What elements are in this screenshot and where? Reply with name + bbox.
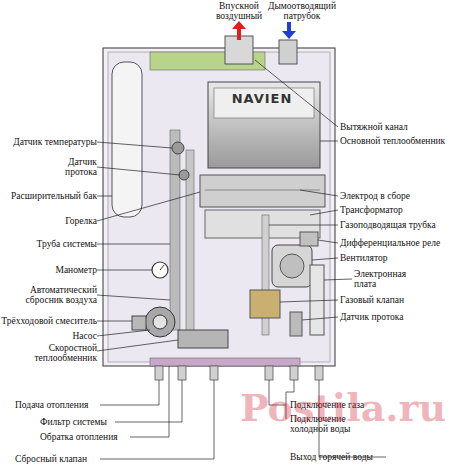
part-label: Датчик протока: [42, 157, 97, 177]
part-label: Труба системы: [2, 239, 97, 249]
connection-label: Сбросный клапан: [15, 454, 105, 464]
part-label: Дифференциальное реле: [340, 238, 458, 248]
part-label: Датчик температуры: [2, 137, 97, 147]
connection-label: Подача отопления: [15, 400, 105, 410]
part-label: Трёхходовой смеситель: [0, 316, 97, 326]
part-label: Электронная плата: [354, 269, 416, 289]
part-label: Манометр: [2, 265, 97, 275]
connection-label: Фильтр системы: [40, 417, 120, 427]
part-label: Вытяжной канал: [340, 122, 458, 132]
part-label: Основной теплообменник: [340, 136, 458, 146]
part-label: Вентилятор: [340, 253, 458, 263]
connection-label: Выход горячей воды: [290, 452, 400, 462]
part-label: Трансформатор: [340, 205, 458, 215]
part-label: Расширительный бак: [2, 191, 97, 201]
part-label: Горелка: [2, 216, 97, 226]
part-label: Скоростной теплообменник: [12, 343, 97, 363]
part-label: Автоматический сбросник воздуха: [2, 285, 97, 305]
brand-logo: NAVIEN: [222, 92, 302, 106]
label-top: Дымоотводящий патрубок: [262, 1, 342, 21]
part-label: Газовый клапан: [340, 295, 458, 305]
label-top: Впускной воздушный: [207, 1, 271, 21]
part-label: Электрод в сборе: [340, 191, 458, 201]
connection-label: Обратка отопления: [40, 432, 135, 442]
part-label: Датчик протока: [340, 312, 458, 322]
part-label: Газоподводящая трубка: [340, 220, 458, 230]
watermark: Postila.ru: [240, 388, 460, 428]
part-label: Насос: [2, 331, 97, 341]
